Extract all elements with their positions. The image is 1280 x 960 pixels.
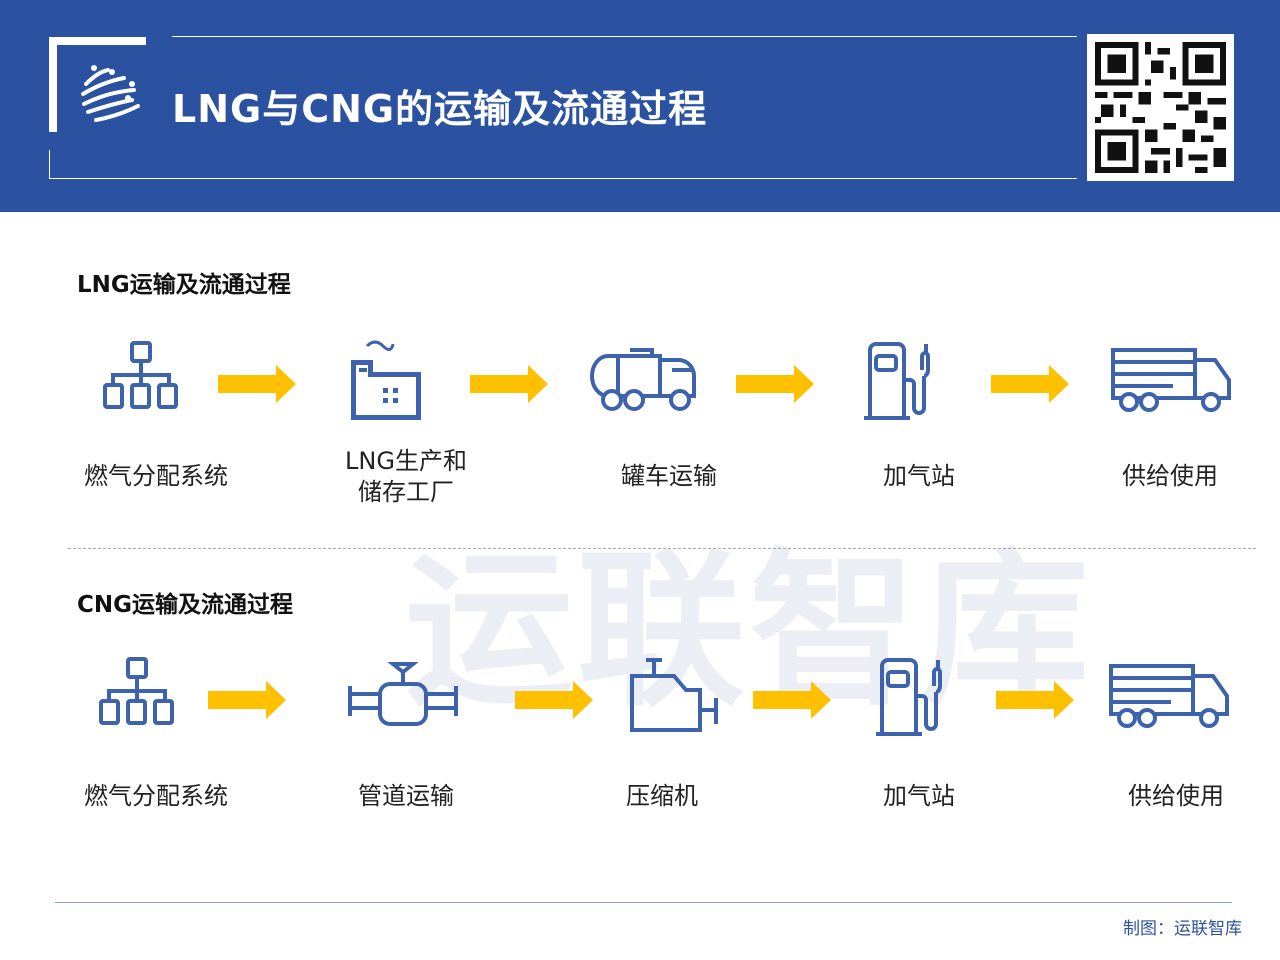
step-label: LNG生产和 储存工厂	[345, 447, 467, 506]
step-label: 供给使用	[1122, 462, 1218, 490]
divider	[49, 178, 1077, 179]
corner-frame	[49, 37, 57, 132]
step-label: 压缩机	[626, 782, 698, 810]
corner-frame	[49, 37, 146, 45]
arrow-right-icon	[208, 681, 286, 719]
step-label: 加气站	[883, 462, 955, 490]
compressor-icon	[630, 658, 718, 732]
pipeline-valve-icon	[348, 662, 458, 726]
step-label: 罐车运输	[621, 462, 717, 490]
arrow-right-icon	[753, 681, 831, 719]
arrow-right-icon	[991, 365, 1069, 403]
distribution-network-icon	[103, 341, 178, 409]
qr-code	[1087, 34, 1234, 181]
page-title: LNG与CNG的运输及流通过程	[172, 87, 708, 131]
divider	[172, 36, 1077, 37]
delivery-truck-icon	[1109, 664, 1229, 728]
arrow-right-icon	[996, 681, 1074, 719]
step-label: 加气站	[883, 782, 955, 810]
step-label: 燃气分配系统	[84, 782, 228, 810]
gas-station-icon	[876, 658, 942, 736]
watermark: 运联智库	[405, 533, 1093, 729]
arrow-right-icon	[470, 365, 548, 403]
arrow-right-icon	[736, 365, 814, 403]
section-divider	[68, 548, 1256, 549]
qr-code-icon	[1095, 42, 1226, 173]
delivery-truck-icon	[1111, 348, 1231, 412]
step-label: 燃气分配系统	[84, 462, 228, 490]
logo-icon	[81, 65, 140, 122]
arrow-right-icon	[515, 681, 593, 719]
footer-credit: 制图：运联智库	[1123, 919, 1242, 939]
header-banner: LNG与CNG的运输及流通过程	[0, 0, 1280, 212]
divider	[49, 150, 50, 178]
gas-station-icon	[864, 342, 930, 420]
tanker-truck-icon	[590, 348, 697, 411]
step-label: 管道运输	[358, 782, 454, 810]
footer-divider	[55, 902, 1232, 903]
step-label: 供给使用	[1128, 782, 1224, 810]
factory-icon	[351, 340, 423, 420]
distribution-network-icon	[99, 657, 174, 725]
cng-section-title: CNG运输及流通过程	[77, 592, 294, 618]
arrow-right-icon	[218, 365, 296, 403]
lng-section-title: LNG运输及流通过程	[77, 272, 291, 298]
